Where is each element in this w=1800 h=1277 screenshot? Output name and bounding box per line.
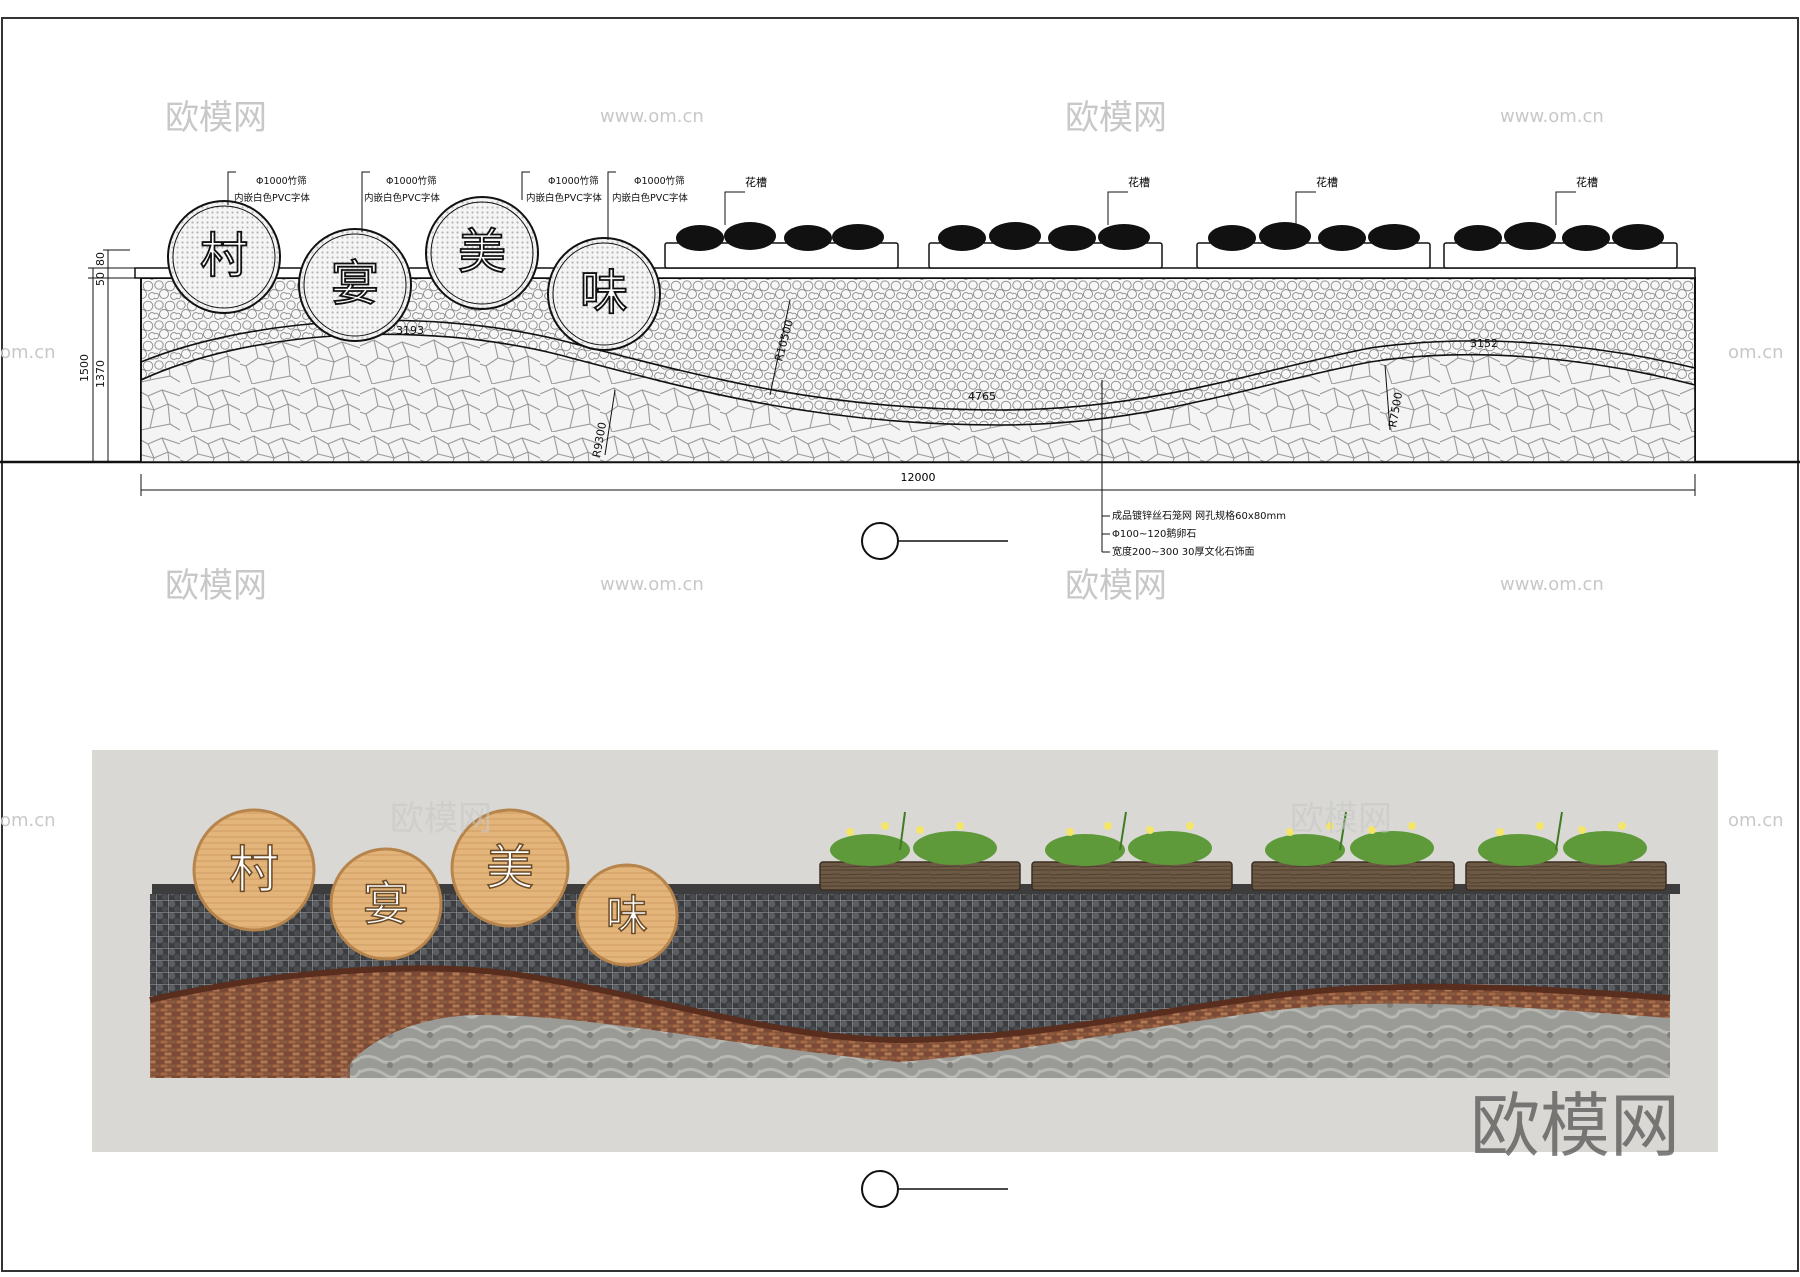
watermark-brand: 欧模网	[1065, 98, 1167, 138]
callout-line1: Φ1000竹筛	[256, 175, 307, 187]
watermark-brand: 欧模网	[1065, 566, 1167, 606]
watermark-site: www.om.cn	[1500, 574, 1604, 595]
callout-line2: 内嵌白色PVC字体	[612, 192, 688, 204]
render-flowers	[846, 822, 1626, 836]
watermark-site: www.om.cn	[600, 574, 704, 595]
render-wave-edge	[149, 965, 1671, 1044]
planter-label: 花槽	[1576, 176, 1598, 189]
dim-height-wall: 1370	[94, 360, 107, 388]
watermark-edge: om.cn	[1728, 342, 1784, 363]
bamboo-disc	[450, 808, 570, 928]
sign-char: 宴	[363, 877, 409, 931]
planter-box	[1196, 242, 1431, 269]
log-planter	[819, 861, 1021, 891]
planter-label: 花槽	[1128, 176, 1150, 189]
color-render: 村 宴 美 味	[92, 750, 1718, 1208]
planter-label: 花槽	[1316, 176, 1338, 189]
planter-shrubs	[676, 222, 1664, 251]
bamboo-sieve-circle	[298, 228, 412, 342]
callout-line1: Φ1000竹筛	[548, 175, 599, 187]
watermark-edge: om.cn	[0, 342, 56, 363]
sign-char: 村	[229, 841, 279, 899]
dim-arc-1: 3193	[396, 324, 424, 337]
sign-char: 美	[458, 224, 506, 280]
sign-char: 味	[580, 265, 628, 321]
dim-arc-4: 3152	[1470, 337, 1498, 350]
callout-line1: Φ1000竹筛	[634, 175, 685, 187]
dim-top-a: 80	[94, 252, 107, 266]
planter-box	[928, 242, 1163, 269]
vertical-dims: 1500 1370 80 50	[78, 252, 107, 388]
callout-line2: 内嵌白色PVC字体	[234, 192, 310, 204]
watermark-edge: om.cn	[1728, 810, 1784, 831]
planter-leaders	[724, 191, 1576, 225]
watermark-site: www.om.cn	[600, 106, 704, 127]
sign-char: 村	[200, 228, 248, 284]
watermark-large: 欧模网	[1470, 1085, 1680, 1167]
render-plants	[830, 831, 1647, 866]
culture-stone-area	[140, 333, 1696, 463]
cad-elevation: 花槽 花槽 花槽 花槽 村 宴 美 味 Φ1000竹筛 内嵌白	[0, 171, 1800, 560]
bamboo-disc	[575, 863, 679, 967]
arc-dim-marks	[604, 299, 1391, 456]
planter-label: 花槽	[745, 176, 767, 189]
dim-radius-b: R7500	[1386, 391, 1405, 428]
circle-callout-texts: Φ1000竹筛 内嵌白色PVC字体 Φ1000竹筛 内嵌白色PVC字体 Φ100…	[234, 175, 688, 204]
dim-top-b: 50	[94, 272, 107, 286]
horizontal-dimension-line	[140, 474, 1696, 496]
sheet-border	[1, 17, 1799, 1272]
callout-line2: 内嵌白色PVC字体	[526, 192, 602, 204]
watermark-brand: 欧模网	[165, 98, 267, 138]
planter-box	[664, 242, 899, 269]
watermarks: 欧模网 欧模网 www.om.cn www.om.cn 欧模网 欧模网 www.…	[0, 98, 1784, 839]
planter-group	[664, 222, 1678, 269]
watermark-edge: om.cn	[0, 810, 56, 831]
wall-coping	[134, 267, 1696, 279]
note-culture-stone: 宽度200~300 30厚文化石饰面	[1112, 545, 1254, 558]
watermark-site: www.om.cn	[1500, 106, 1604, 127]
material-notes: 成品镀锌丝石笼网 网孔规格60x80mm Φ100~120鹅卵石 宽度200~3…	[1112, 509, 1286, 558]
dim-arc-3: 4765	[968, 390, 996, 403]
watermark-brand: 欧模网	[390, 799, 492, 839]
cad-sign-circles: 村 宴 美 味	[167, 196, 661, 351]
dim-total-width: 12000	[901, 471, 936, 484]
section-mark	[861, 1170, 899, 1208]
render-sign-discs: 村 宴 美 味	[192, 808, 679, 967]
note-gabion: 成品镀锌丝石笼网 网孔规格60x80mm	[1112, 509, 1286, 522]
callout-line1: Φ1000竹筛	[386, 175, 437, 187]
render-planters	[819, 811, 1667, 891]
render-grass-blades	[899, 811, 1563, 851]
log-planter	[1031, 861, 1233, 891]
circle-leaders	[227, 171, 616, 240]
watermark-brand: 欧模网	[1290, 799, 1392, 839]
bamboo-sieve-circle	[547, 237, 661, 351]
dim-height-total: 1500	[78, 354, 91, 382]
log-planter	[1465, 861, 1667, 891]
bamboo-sieve-circle	[167, 200, 281, 314]
section-mark	[861, 522, 899, 560]
bamboo-disc	[329, 847, 443, 961]
log-planter	[1251, 861, 1455, 891]
sign-char: 宴	[331, 256, 379, 312]
watermark-brand: 欧模网	[165, 566, 267, 606]
render-brick-corner	[150, 1030, 350, 1078]
dim-radius-a: R9300	[590, 421, 609, 458]
wave-edge-line	[140, 319, 1696, 411]
vertical-dimension-lines	[88, 249, 140, 463]
render-rock-base	[340, 1003, 1670, 1078]
bamboo-sieve-circle	[425, 196, 539, 310]
sign-char: 味	[606, 891, 648, 940]
sign-char: 美	[486, 840, 534, 896]
bamboo-disc	[192, 808, 316, 932]
planter-box	[1443, 242, 1678, 269]
note-pebble: Φ100~120鹅卵石	[1112, 527, 1196, 540]
note-ticks	[1102, 515, 1110, 553]
arc-dimensions: 3193 R10500 4765 3152 R9300 R7500	[396, 318, 1498, 458]
callout-line2: 内嵌白色PVC字体	[364, 192, 440, 204]
